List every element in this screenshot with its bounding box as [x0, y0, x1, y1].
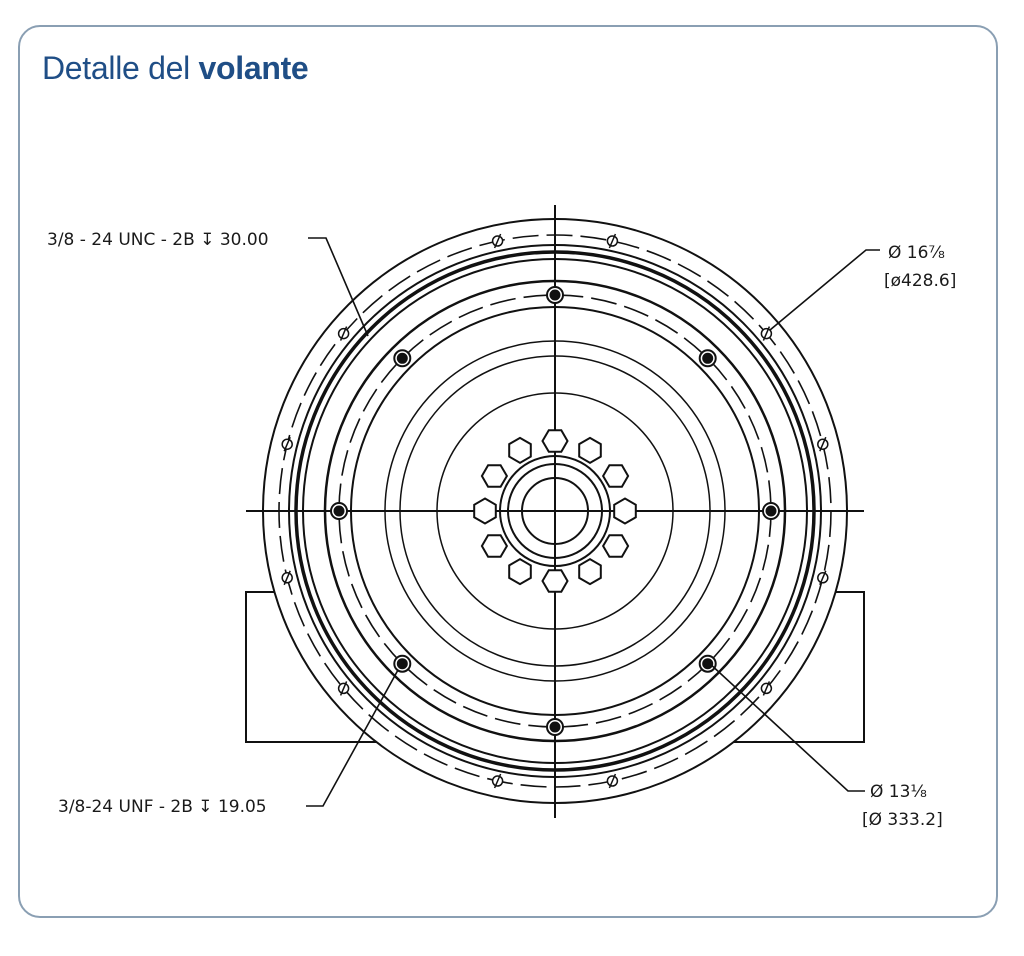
thread-callout-unc: 3/8 - 24 UNC - 2B ↧ 30.00 [47, 230, 269, 250]
hex-bolt-head [613, 497, 637, 525]
outer-mounting-hole [760, 326, 773, 341]
hex-bolt-head [508, 557, 532, 586]
hex-bolt-head [601, 464, 630, 488]
thread-callout-unf: 3/8-24 UNF - 2B ↧ 19.05 [58, 797, 267, 817]
leader-top-right [769, 249, 880, 331]
inner-bolt-hole [698, 654, 717, 673]
outer-mounting-hole [281, 570, 293, 586]
hex-bolt-head [473, 497, 497, 525]
inner-bolt-hole [393, 349, 412, 368]
title-bold: volante [198, 50, 309, 86]
hex-bolt-head [541, 429, 569, 453]
hex-bolt-head [578, 436, 602, 465]
inner-bolt-hole [393, 654, 412, 673]
diameter-callout-inner: Ø 13⅛ [870, 782, 927, 802]
page-title: Detalle del volante [42, 50, 309, 87]
outer-mounting-hole [606, 233, 619, 249]
inner-bolt-hole [330, 502, 348, 520]
hex-bolt-head [541, 569, 569, 593]
hex-bolt-head [601, 534, 630, 558]
outer-hole-ring [281, 233, 829, 789]
inner-bolt-hole [698, 349, 717, 368]
diameter-callout-inner-metric: [Ø 333.2] [862, 810, 943, 830]
outer-mounting-hole [491, 233, 504, 249]
outer-mounting-hole [491, 773, 504, 789]
hex-bolt-head [480, 464, 509, 488]
inner-bolt-hole [762, 502, 780, 520]
leader-bottom-right [707, 661, 865, 792]
hex-bolt-head [578, 557, 602, 586]
hex-bolt-ring [473, 429, 637, 593]
outer-mounting-hole [760, 681, 773, 696]
inner-hole-ring [330, 286, 780, 736]
outer-mounting-hole [817, 570, 829, 586]
hex-bolt-head [508, 436, 532, 465]
diameter-callout-outer-metric: [ø428.6] [884, 271, 956, 291]
hex-bolt-head [480, 534, 509, 558]
inner-bolt-hole [546, 286, 564, 304]
outer-mounting-hole [606, 773, 619, 789]
outer-mounting-hole [281, 436, 293, 452]
leader-top-left [308, 237, 369, 337]
leader-bottom-left [306, 669, 399, 807]
outer-mounting-hole [337, 681, 350, 696]
outer-mounting-hole [337, 326, 350, 341]
diameter-callout-outer: Ø 16⅞ [888, 243, 945, 263]
title-regular: Detalle del [42, 50, 190, 86]
outer-mounting-hole [817, 436, 829, 452]
inner-bolt-hole [546, 718, 564, 736]
